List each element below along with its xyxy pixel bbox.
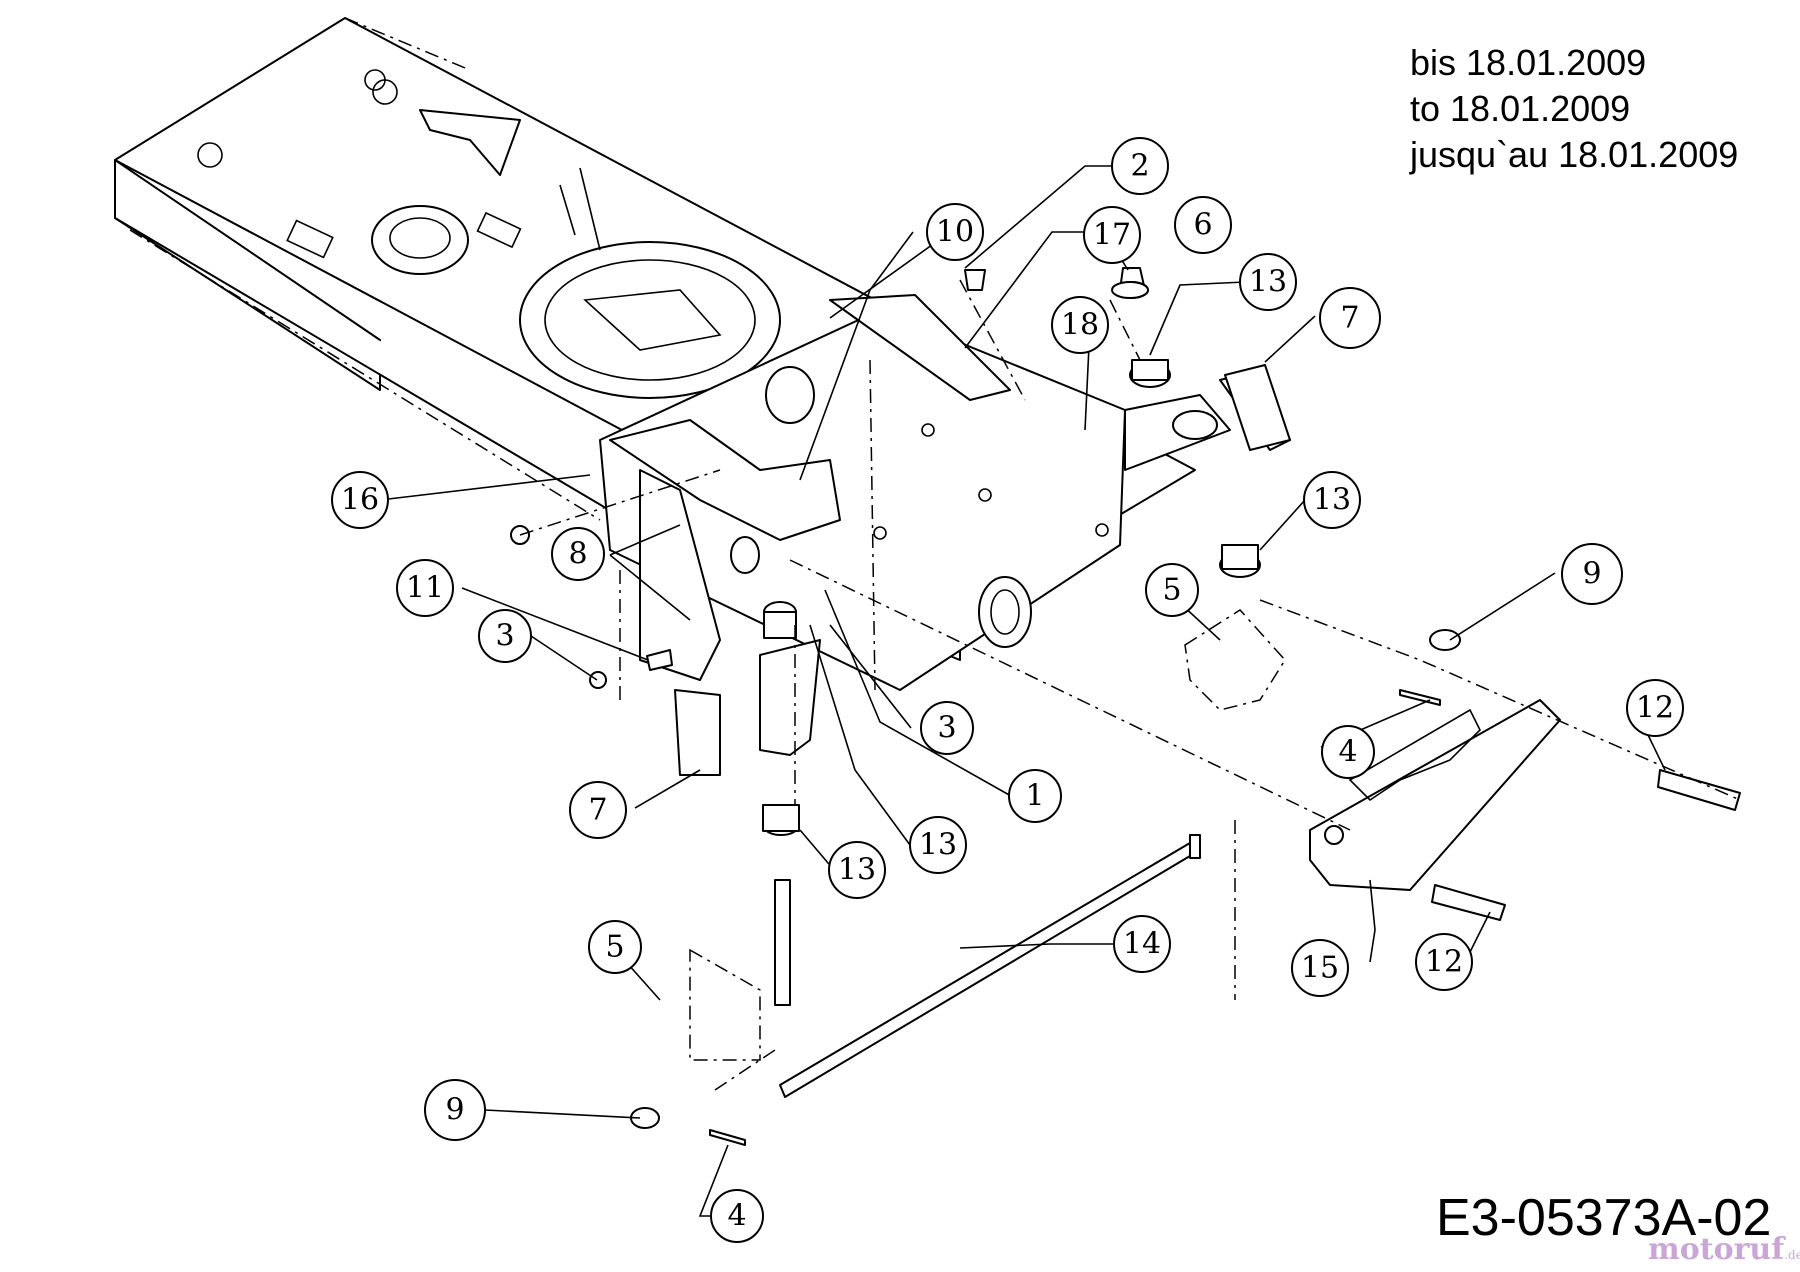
callout-16: 16: [331, 471, 389, 529]
svg-text:13: 13: [838, 853, 876, 888]
washer-right: [1429, 629, 1461, 651]
watermark-suffix: .de: [1784, 1248, 1800, 1262]
svg-text:2: 2: [1130, 149, 1149, 184]
svg-text:11: 11: [406, 571, 444, 606]
bolt-2: [964, 269, 986, 291]
callout-13b: 13: [1303, 471, 1361, 529]
validity-note-fr: jusqu`au 18.01.2009: [1410, 134, 1739, 175]
validity-note: bis 18.01.2009 to 18.01.2009 jusqu`au 18…: [1410, 40, 1738, 178]
callout-9b: 9: [424, 1079, 486, 1141]
cap-6: [1111, 281, 1149, 299]
bolt-lower: [1431, 884, 1506, 921]
validity-note-de: bis 18.01.2009: [1410, 42, 1647, 83]
watermark-text: motoruf: [1648, 1232, 1785, 1267]
watermark-logo: motoruf.de: [1648, 1232, 1800, 1267]
callout-6: 6: [1174, 196, 1232, 254]
callout-13a: 13: [1239, 253, 1297, 311]
svg-text:16: 16: [341, 483, 379, 518]
svg-text:5: 5: [1162, 573, 1181, 608]
callout-12a: 12: [1626, 679, 1684, 737]
svg-text:13: 13: [919, 828, 957, 863]
leader-lines: [379, 165, 1666, 1217]
svg-text:3: 3: [495, 619, 514, 654]
spindle-left: [689, 601, 821, 1091]
clamp-right: [1224, 364, 1291, 451]
callout-7a: 7: [1319, 287, 1381, 349]
svg-text:4: 4: [727, 1199, 746, 1234]
callout-4a: 4: [1321, 725, 1375, 779]
front-axle-bracket: [599, 294, 1231, 691]
callout-12b: 12: [1415, 933, 1473, 991]
callout-3b: 3: [920, 701, 974, 755]
svg-text:7: 7: [588, 793, 607, 828]
callout-9a: 9: [1561, 543, 1623, 605]
callout-13d: 13: [828, 841, 886, 899]
svg-text:15: 15: [1301, 951, 1339, 986]
callout-3a: 3: [478, 609, 532, 663]
svg-text:1: 1: [1025, 779, 1044, 814]
pin-right: [1399, 689, 1441, 706]
svg-text:17: 17: [1093, 218, 1131, 253]
callout-17: 17: [1083, 206, 1141, 264]
callout-1: 1: [1008, 769, 1062, 823]
svg-text:9: 9: [1582, 557, 1601, 592]
pin-left: [709, 1129, 746, 1146]
svg-text:14: 14: [1123, 927, 1161, 962]
svg-text:6: 6: [1193, 208, 1212, 243]
svg-text:13: 13: [1249, 265, 1287, 300]
nut-3: [589, 671, 607, 689]
callout-5a: 5: [1145, 563, 1199, 617]
bolt-11: [646, 649, 673, 671]
svg-text:18: 18: [1061, 308, 1099, 343]
svg-text:4: 4: [1338, 735, 1357, 770]
svg-text:13: 13: [1313, 483, 1351, 518]
svg-text:12: 12: [1425, 945, 1463, 980]
drawing-code: E3-05373A-02: [1436, 1189, 1772, 1247]
callout-2: 2: [1111, 137, 1169, 195]
svg-text:9: 9: [445, 1093, 464, 1128]
callout-14: 14: [1113, 915, 1171, 973]
callout-11: 11: [396, 559, 454, 617]
svg-text:12: 12: [1636, 691, 1674, 726]
svg-text:5: 5: [605, 930, 624, 965]
callout-8: 8: [551, 527, 605, 581]
callout-13c: 13: [909, 816, 967, 874]
bolt-upper: [1657, 769, 1741, 811]
svg-text:8: 8: [568, 537, 587, 572]
svg-text:7: 7: [1340, 301, 1359, 336]
axle-cover-plate: [1309, 699, 1561, 891]
callout-15: 15: [1291, 939, 1349, 997]
validity-note-en: to 18.01.2009: [1410, 88, 1631, 129]
callout-7b: 7: [569, 781, 627, 839]
svg-text:3: 3: [937, 711, 956, 746]
callout-4b: 4: [710, 1189, 764, 1243]
svg-text:10: 10: [936, 215, 974, 250]
callout-5b: 5: [588, 920, 642, 974]
callout-18: 18: [1051, 296, 1109, 354]
clamp-left: [674, 689, 721, 776]
callout-10: 10: [926, 203, 984, 261]
